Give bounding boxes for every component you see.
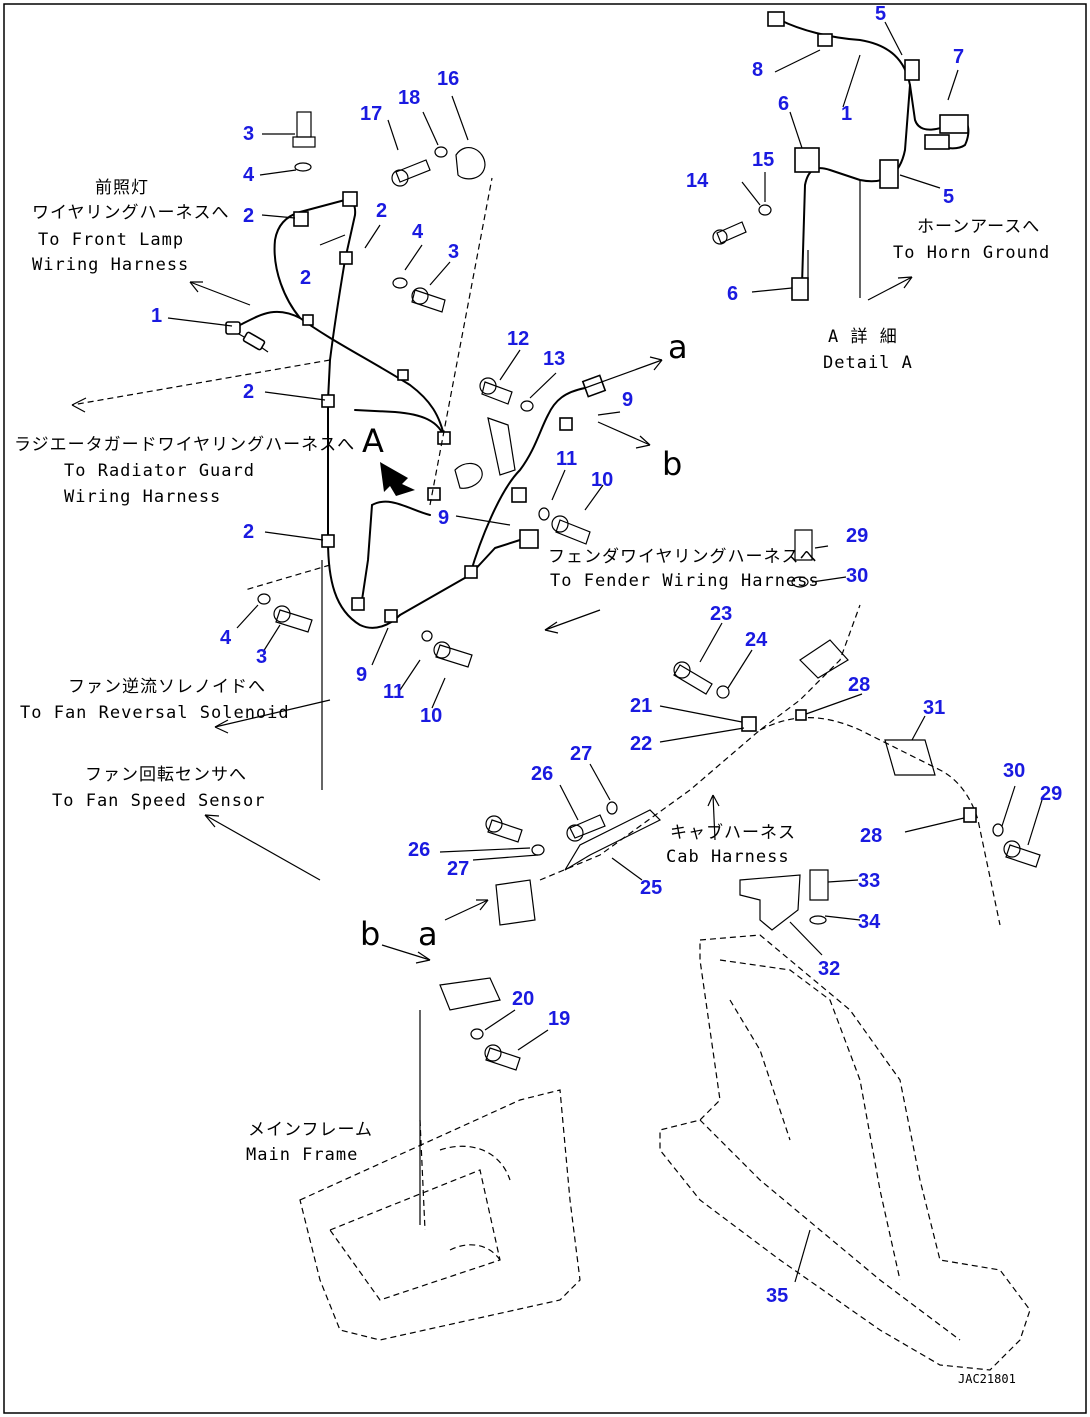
callout-7: 7 — [953, 46, 964, 68]
fan-speed-en-label: To Fan Speed Sensor — [52, 791, 265, 811]
ref-letter-b-top: b — [662, 445, 682, 483]
front-lamp-jp2-label: ワイヤリングハーネスへ — [32, 203, 230, 223]
callout-3c: 3 — [256, 646, 267, 668]
callout-26b: 26 — [408, 839, 430, 861]
callout-2d: 2 — [243, 381, 254, 403]
callout-24: 24 — [745, 629, 768, 651]
front-wiring-harness — [71, 95, 663, 881]
callout-26: 26 — [531, 763, 553, 785]
main-frame-en-label: Main Frame — [246, 1145, 358, 1165]
callout-5: 5 — [875, 3, 886, 25]
detail-a — [712, 11, 970, 301]
callout-28: 28 — [848, 674, 870, 696]
callout-2: 2 — [243, 205, 254, 227]
cab-harness-jp-label: キャブハーネス — [670, 822, 796, 843]
callout-25: 25 — [640, 877, 662, 899]
front-lamp-en1-label: To Front Lamp — [38, 230, 184, 250]
view-letter-a-upper: A — [362, 422, 384, 460]
callout-21: 21 — [630, 695, 652, 717]
callout-5b: 5 — [943, 186, 954, 208]
detail-a-jp-label: A 詳 細 — [828, 327, 898, 347]
callout-23: 23 — [710, 603, 732, 625]
callout-13: 13 — [543, 348, 565, 370]
drawing-frame — [3, 3, 1087, 1414]
callout-2e: 2 — [243, 521, 254, 543]
callout-31: 31 — [923, 697, 945, 719]
callout-20: 20 — [512, 988, 534, 1010]
callout-2b: 2 — [300, 267, 311, 289]
front-lamp-jp-label: 前照灯 — [95, 178, 149, 198]
callout-29b: 29 — [1040, 783, 1062, 805]
callout-9b: 9 — [438, 507, 449, 529]
horn-en-label: To Horn Ground — [893, 243, 1050, 263]
ref-letter-a-top: a — [668, 328, 688, 366]
frame-35 — [659, 934, 1031, 1371]
callout-numbers: 1 1 2 2 2 2 2 3 3 3 4 4 4 5 5 6 6 7 8 9 … — [151, 3, 1062, 1307]
drawing-code: JAC21801 — [958, 1372, 1016, 1386]
callout-4: 4 — [243, 164, 255, 186]
callout-10: 10 — [591, 469, 613, 491]
ref-letter-b-bottom: b — [360, 915, 380, 953]
detail-a-en-label: Detail A — [823, 353, 913, 373]
captions: 前照灯 ワイヤリングハーネスへ To Front Lamp Wiring Har… — [14, 178, 1050, 1386]
callout-33: 33 — [858, 870, 880, 892]
callout-32: 32 — [818, 958, 840, 980]
fender-en-label: To Fender Wiring Harness — [550, 571, 820, 591]
front-lamp-en2-label: Wiring Harness — [32, 255, 189, 275]
callout-6b: 6 — [727, 283, 738, 305]
fender-jp-label: フェンダワイヤリングハーネスへ — [548, 547, 818, 567]
callout-14: 14 — [686, 170, 709, 192]
callout-35: 35 — [766, 1285, 788, 1307]
callout-11b: 11 — [383, 681, 404, 703]
callout-28b: 28 — [860, 825, 882, 847]
fan-reversal-en-label: To Fan Reversal Solenoid — [20, 703, 290, 723]
main-frame — [299, 1010, 581, 1341]
callout-1: 1 — [151, 305, 162, 327]
callout-9: 9 — [622, 389, 633, 411]
radiator-en2-label: Wiring Harness — [64, 487, 221, 507]
callout-10b: 10 — [420, 705, 442, 727]
cab-harness — [381, 529, 1043, 1071]
callout-27b: 27 — [447, 858, 469, 880]
callout-11: 11 — [556, 448, 577, 470]
main-frame-jp-label: メインフレーム — [248, 1120, 373, 1140]
callout-17: 17 — [360, 103, 382, 125]
callout-19: 19 — [548, 1008, 570, 1030]
callout-18: 18 — [398, 87, 420, 109]
callout-22: 22 — [630, 733, 652, 755]
fan-reversal-jp-label: ファン逆流ソレノイドへ — [68, 677, 266, 697]
ref-letter-a-bottom: a — [418, 915, 438, 953]
callout-6: 6 — [778, 93, 789, 115]
callout-29: 29 — [846, 525, 868, 547]
callout-27: 27 — [570, 743, 592, 765]
callout-30: 30 — [846, 565, 868, 587]
callout-4c: 4 — [220, 627, 232, 649]
callout-2c: 2 — [376, 200, 387, 222]
callout-16: 16 — [437, 68, 459, 90]
radiator-en1-label: To Radiator Guard — [64, 461, 255, 481]
fan-speed-jp-label: ファン回転センサへ — [85, 765, 247, 785]
cab-harness-en-label: Cab Harness — [666, 847, 790, 867]
callout-4b: 4 — [412, 221, 424, 243]
callout-15: 15 — [752, 149, 774, 171]
horn-jp-label: ホーンアースへ — [917, 217, 1040, 237]
view-a-arrow-icon — [380, 462, 415, 496]
callout-8: 8 — [752, 59, 763, 81]
callout-3b: 3 — [448, 241, 459, 263]
callout-34: 34 — [858, 911, 881, 933]
callout-9c: 9 — [356, 664, 367, 686]
callout-30b: 30 — [1003, 760, 1025, 782]
callout-12: 12 — [507, 328, 529, 350]
callout-1b: 1 — [841, 103, 852, 125]
callout-3: 3 — [243, 123, 254, 145]
radiator-jp-label: ラジエータガードワイヤリングハーネスへ — [14, 435, 355, 455]
